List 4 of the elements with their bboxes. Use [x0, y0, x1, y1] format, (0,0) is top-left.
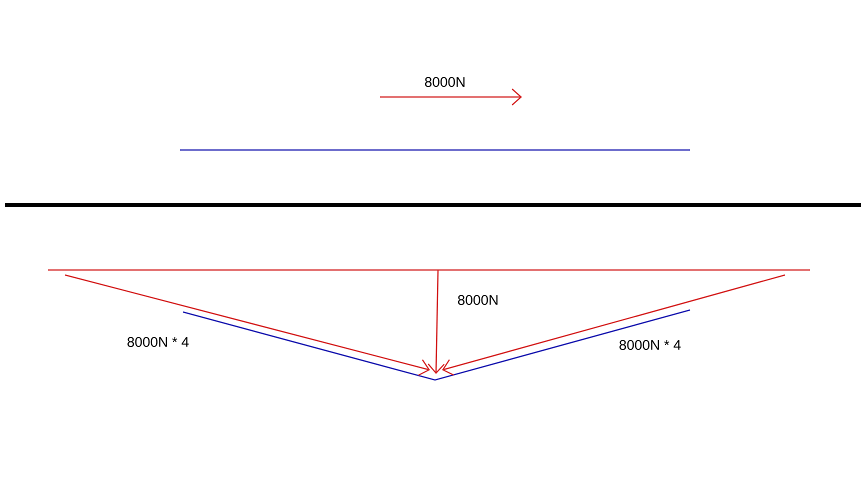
- force-label: 8000N * 4: [127, 337, 189, 347]
- force-label: 8000N * 4: [619, 340, 681, 350]
- force-label: 8000N: [425, 77, 464, 87]
- force-label: 8000N: [458, 295, 498, 305]
